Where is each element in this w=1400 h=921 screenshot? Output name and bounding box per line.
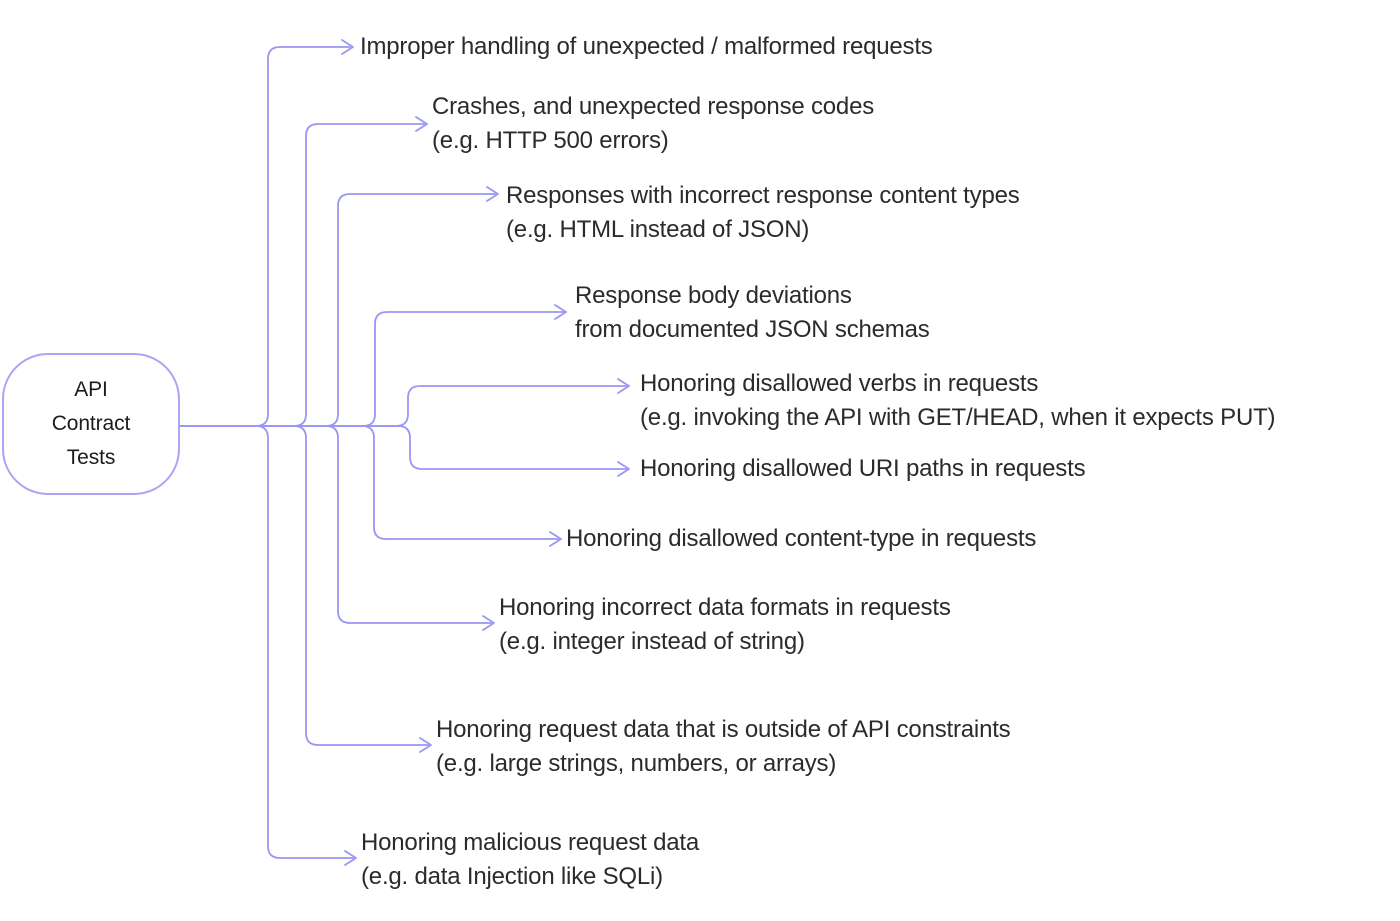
branch-label-line: Crashes, and unexpected response codes xyxy=(432,93,875,120)
branch-label-line: Honoring incorrect data formats in reque… xyxy=(499,594,951,621)
root-node-label-line: Contract xyxy=(51,412,131,435)
arrow-right-icon xyxy=(341,39,354,55)
arrow-right-icon xyxy=(419,737,432,753)
branch-label-line: Honoring malicious request data xyxy=(361,829,699,856)
branch-label-line: Honoring disallowed verbs in requests xyxy=(640,370,1039,397)
branch-label-line: (e.g. invoking the API with GET/HEAD, wh… xyxy=(640,404,1276,431)
arrow-right-icon xyxy=(617,378,630,394)
branch-label[interactable]: Honoring malicious request data (e.g. dat… xyxy=(361,826,699,894)
arrow-right-icon xyxy=(554,304,567,320)
connector-path xyxy=(179,123,425,427)
connector-path xyxy=(179,193,496,427)
branch-label-line: (e.g. data Injection like SQLi) xyxy=(361,863,663,890)
arrow-right-icon xyxy=(617,461,630,477)
arrow-right-icon xyxy=(344,850,357,866)
branch-label[interactable]: Crashes, and unexpected response codes (e… xyxy=(432,90,874,158)
branch-label-line: Honoring disallowed content-type in requ… xyxy=(566,525,1037,552)
connector-path xyxy=(179,46,351,427)
branch-label[interactable]: Honoring disallowed verbs in requests (e.… xyxy=(640,367,1276,435)
branch-label[interactable]: Honoring incorrect data formats in reque… xyxy=(499,591,951,659)
root-node[interactable]: API Contract Tests xyxy=(2,353,180,495)
arrow-right-icon xyxy=(482,615,495,631)
branch-label-line: Honoring request data that is outside of… xyxy=(436,716,1011,743)
connector-path xyxy=(179,385,627,427)
arrow-right-icon xyxy=(549,531,562,547)
branch-label-line: (e.g. HTTP 500 errors) xyxy=(432,127,669,154)
connector-path xyxy=(179,425,429,746)
branch-label[interactable]: Honoring disallowed URI paths in request… xyxy=(640,452,1086,486)
connector-path xyxy=(179,425,559,540)
branch-label-line: (e.g. HTML instead of JSON) xyxy=(506,216,810,243)
branch-label-line: (e.g. large strings, numbers, or arrays) xyxy=(436,750,837,777)
connector-path xyxy=(179,425,354,859)
branch-label-line: Honoring disallowed URI paths in request… xyxy=(640,455,1086,482)
branch-label[interactable]: Honoring disallowed content-type in requ… xyxy=(566,522,1036,556)
branch-label-line: from documented JSON schemas xyxy=(575,316,930,343)
connector-path xyxy=(179,425,492,624)
root-node-label-line: API xyxy=(74,378,108,401)
arrow-right-icon xyxy=(415,116,428,132)
branch-label[interactable]: Honoring request data that is outside of… xyxy=(436,713,1011,781)
branch-label[interactable]: Responses with incorrect response conten… xyxy=(506,179,1020,247)
branch-label-line: Responses with incorrect response conten… xyxy=(506,182,1020,209)
connector-path xyxy=(179,425,627,470)
arrow-right-icon xyxy=(486,186,499,202)
branch-label-line: Response body deviations xyxy=(575,282,852,309)
connector-path xyxy=(179,311,564,427)
branch-label[interactable]: Improper handling of unexpected / malfor… xyxy=(360,30,933,64)
root-node-label-line: Tests xyxy=(66,446,116,469)
branch-label[interactable]: Response body deviations from documented … xyxy=(575,279,930,347)
branch-label-line: Improper handling of unexpected / malfor… xyxy=(360,33,933,60)
branch-label-line: (e.g. integer instead of string) xyxy=(499,628,805,655)
